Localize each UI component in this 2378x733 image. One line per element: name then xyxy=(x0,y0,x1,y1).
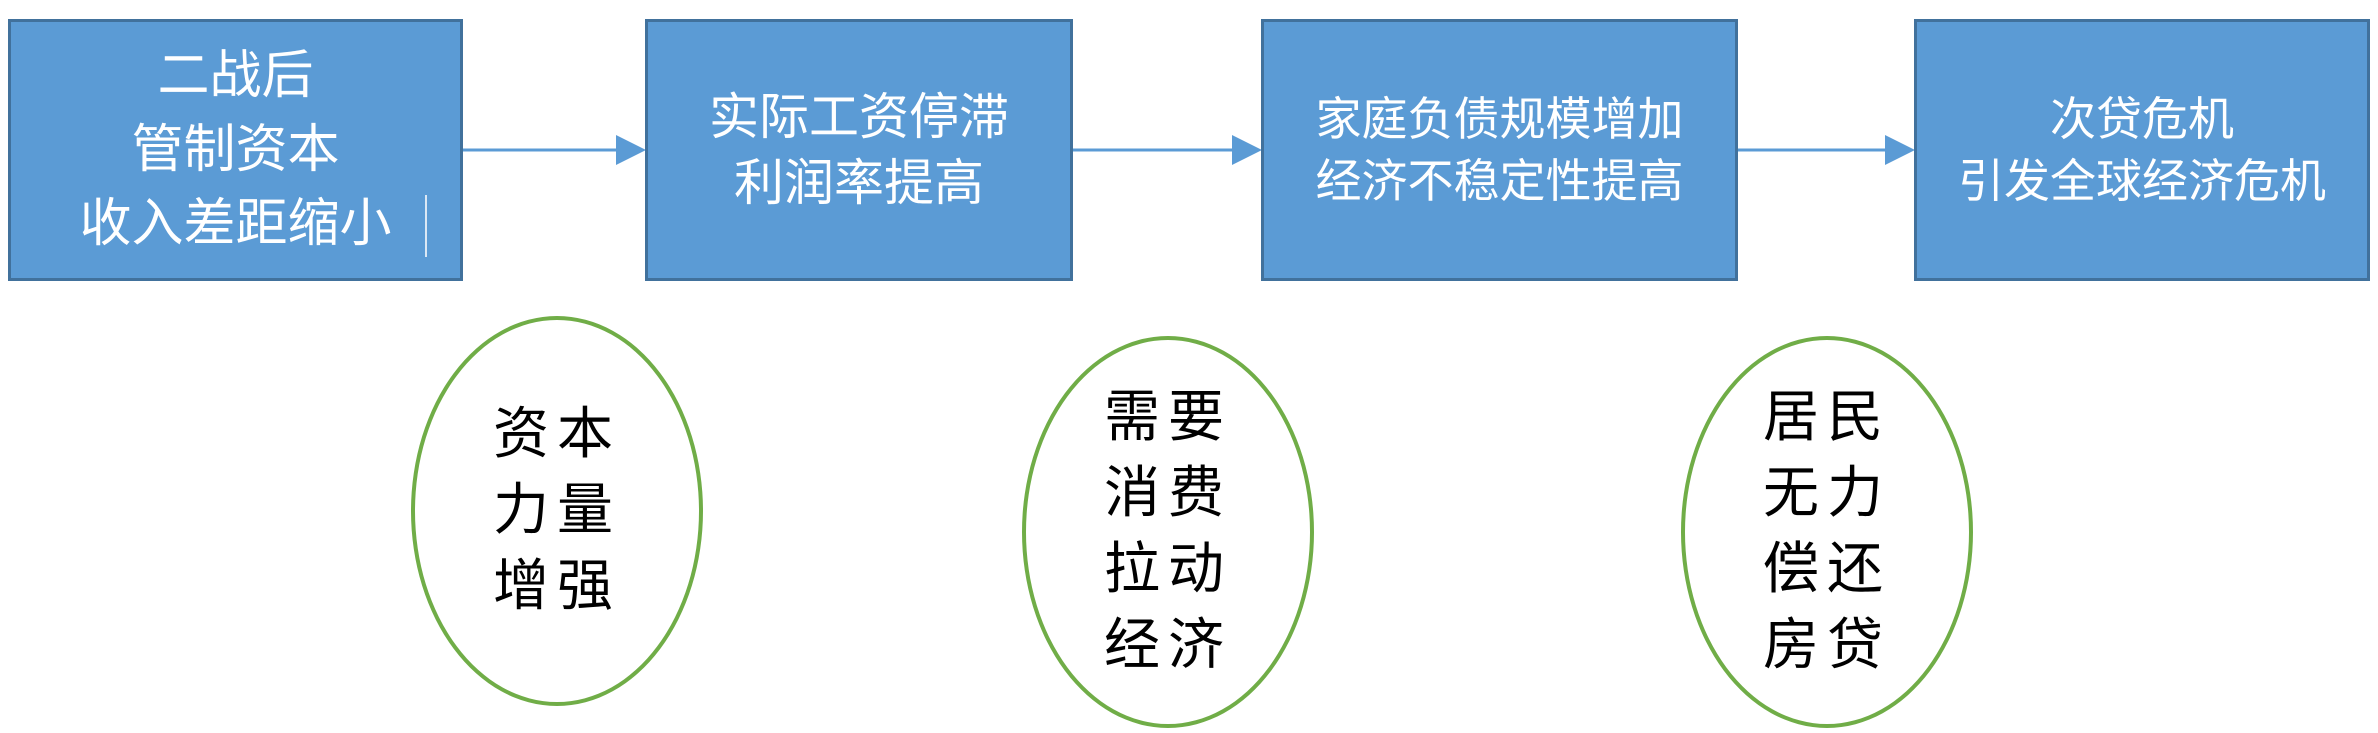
cause-oval-capital-power-line-3: 增强 xyxy=(493,554,621,619)
stage-box-wage-stagnation-line-2: 利润率提高 xyxy=(734,154,984,212)
cause-oval-consumption-line-4: 经济 xyxy=(1104,613,1232,678)
cause-oval-capital-power-line-1: 资本 xyxy=(493,402,621,467)
stage-box-wage-stagnation-line-1: 实际工资停滞 xyxy=(709,88,1009,146)
cause-oval-mortgage-default: 居民 无力 偿还 房贷 xyxy=(1681,336,1973,728)
cause-oval-consumption-line-3: 拉动 xyxy=(1104,537,1232,602)
cause-oval-mortgage-default-line-1: 居民 xyxy=(1763,385,1891,450)
stage-box-household-debt: 家庭负债规模增加 经济不稳定性提高 xyxy=(1261,19,1738,281)
text-cursor xyxy=(425,195,427,257)
stage-box-subprime-crisis-line-1: 次贷危机 xyxy=(2050,92,2234,146)
cause-oval-mortgage-default-line-3: 偿还 xyxy=(1763,537,1891,602)
cause-oval-consumption-line-2: 消费 xyxy=(1104,461,1232,526)
stage-box-postwar-line-3: 收入差距缩小 xyxy=(79,194,392,254)
stage-box-subprime-crisis: 次贷危机 引发全球经济危机 xyxy=(1914,19,2370,281)
cause-oval-consumption-line-1: 需要 xyxy=(1104,385,1232,450)
stage-box-postwar-line-1: 二战后 xyxy=(157,46,314,106)
cause-oval-capital-power-line-2: 力量 xyxy=(493,478,621,543)
stage-box-postwar-line-2: 管制资本 xyxy=(131,120,340,180)
cause-oval-consumption: 需要 消费 拉动 经济 xyxy=(1022,336,1314,728)
stage-box-household-debt-line-2: 经济不稳定性提高 xyxy=(1315,154,1684,208)
cause-oval-mortgage-default-line-2: 无力 xyxy=(1763,461,1891,526)
stage-box-subprime-crisis-line-2: 引发全球经济危机 xyxy=(1958,154,2326,208)
cause-oval-mortgage-default-line-4: 房贷 xyxy=(1763,613,1891,678)
stage-box-wage-stagnation: 实际工资停滞 利润率提高 xyxy=(645,19,1073,281)
stage-box-postwar: 二战后 管制资本 收入差距缩小 xyxy=(8,19,463,281)
cause-oval-capital-power: 资本 力量 增强 xyxy=(411,316,703,706)
stage-box-household-debt-line-1: 家庭负债规模增加 xyxy=(1315,92,1684,146)
